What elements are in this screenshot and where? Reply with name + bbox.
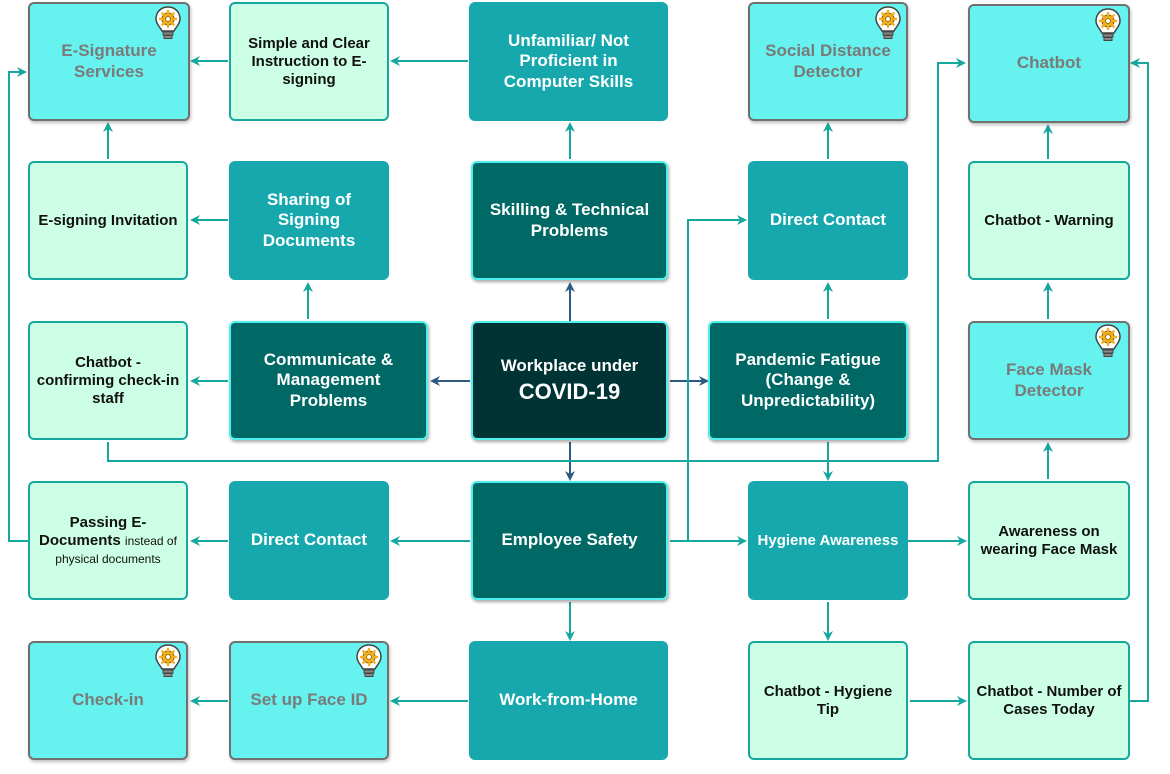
communicate-node: Communicate & Management Problems: [229, 321, 428, 440]
social-distance-label: Social Distance Detector: [765, 41, 891, 81]
center-line1: Workplace under: [500, 356, 639, 376]
direct-contact-left-node: Direct Contact: [229, 481, 389, 600]
skilling-label: Skilling & Technical Problems: [489, 200, 650, 240]
sharing-documents-label: Sharing of Signing Documents: [262, 189, 356, 250]
lightbulb-gear-icon: [1095, 8, 1121, 41]
communicate-label: Communicate & Management Problems: [263, 349, 394, 410]
faceid-label: Set up Face ID: [250, 690, 368, 710]
arrow-safety-to-direct-contact-right: [670, 215, 747, 542]
chatbot-label: Chatbot: [1016, 53, 1082, 73]
awareness-mask-node: Awareness on wearing Face Mask: [968, 481, 1130, 600]
lightbulb-gear-icon: [875, 6, 901, 39]
checkin-label: Check-in: [72, 690, 144, 710]
direct-contact-right-label: Direct Contact: [769, 210, 887, 230]
simple-instruction-label: Simple and Clear Instruction to E-signin…: [248, 34, 370, 88]
face-mask-detector-label: Face Mask Detector: [1006, 360, 1092, 400]
esignature-services-label: E-Signature Services: [61, 41, 157, 81]
passing-docs-small: instead of physical documents: [55, 533, 177, 566]
chatbot-warning-node: Chatbot - Warning: [968, 161, 1130, 280]
employee-safety-label: Employee Safety: [501, 530, 638, 550]
pandemic-node: Pandemic Fatigue (Change & Unpredictabil…: [708, 321, 908, 440]
chatbot-confirm-node: Chatbot - confirming check-in staff: [28, 321, 188, 440]
unfamiliar-label: Unfamiliar/ Not Proficient in Computer S…: [503, 30, 634, 91]
chatbot-hygiene-node: Chatbot - Hygiene Tip: [748, 641, 908, 760]
chatbot-confirm-label: Chatbot - confirming check-in staff: [36, 353, 180, 407]
passing-docs-main: Passing E-Documents: [39, 513, 147, 549]
pandemic-label: Pandemic Fatigue (Change & Unpredictabil…: [735, 349, 881, 410]
center-line2: COVID-19: [518, 378, 621, 404]
esign-invitation-label: E-signing Invitation: [38, 211, 178, 229]
chatbot-warning-label: Chatbot - Warning: [984, 211, 1114, 229]
unfamiliar-node: Unfamiliar/ Not Proficient in Computer S…: [469, 2, 668, 121]
hygiene-node: Hygiene Awareness: [748, 481, 908, 600]
direct-contact-right-node: Direct Contact: [748, 161, 908, 280]
esign-invitation-node: E-signing Invitation: [28, 161, 188, 280]
employee-safety-node: Employee Safety: [471, 481, 668, 600]
lightbulb-gear-icon: [155, 644, 181, 677]
direct-contact-left-label: Direct Contact: [250, 530, 368, 550]
wfh-node: Work-from-Home: [469, 641, 668, 760]
chatbot-hygiene-label: Chatbot - Hygiene Tip: [763, 682, 893, 718]
lightbulb-gear-icon: [155, 6, 181, 39]
chatbot-cases-label: Chatbot - Number of Cases Today: [976, 682, 1122, 718]
center-node: Workplace under COVID-19: [471, 321, 668, 440]
passing-docs-node: Passing E-Documents instead of physical …: [28, 481, 188, 600]
simple-instruction-node: Simple and Clear Instruction to E-signin…: [229, 2, 389, 121]
arrow-chatbot-confirm-to-chatbot: [107, 58, 966, 462]
wfh-label: Work-from-Home: [499, 690, 638, 710]
skilling-node: Skilling & Technical Problems: [471, 161, 668, 280]
lightbulb-gear-icon: [356, 644, 382, 677]
lightbulb-gear-icon: [1095, 324, 1121, 357]
awareness-mask-label: Awareness on wearing Face Mask: [980, 522, 1118, 558]
chatbot-cases-node: Chatbot - Number of Cases Today: [968, 641, 1130, 760]
arrow-cases-to-chatbot: [1130, 58, 1149, 702]
hygiene-label: Hygiene Awareness: [757, 531, 899, 549]
arrow-passing-to-esignature: [8, 67, 28, 542]
sharing-documents-node: Sharing of Signing Documents: [229, 161, 389, 280]
